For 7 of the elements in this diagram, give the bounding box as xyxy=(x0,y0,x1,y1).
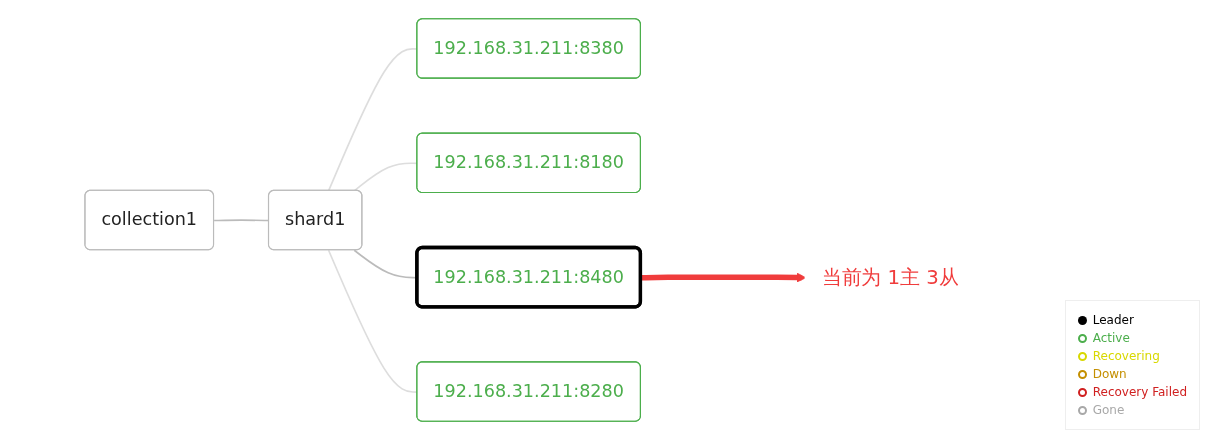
legend-label: Leader xyxy=(1092,313,1134,327)
node-text: 当前为 1主 3从 xyxy=(821,265,959,289)
legend-label: Gone xyxy=(1092,403,1125,417)
legend-label: Recovery Failed xyxy=(1092,385,1187,399)
legend-label: Active xyxy=(1092,331,1130,345)
legend-label: Recovering xyxy=(1092,349,1160,363)
legend-label: Down xyxy=(1092,367,1127,381)
